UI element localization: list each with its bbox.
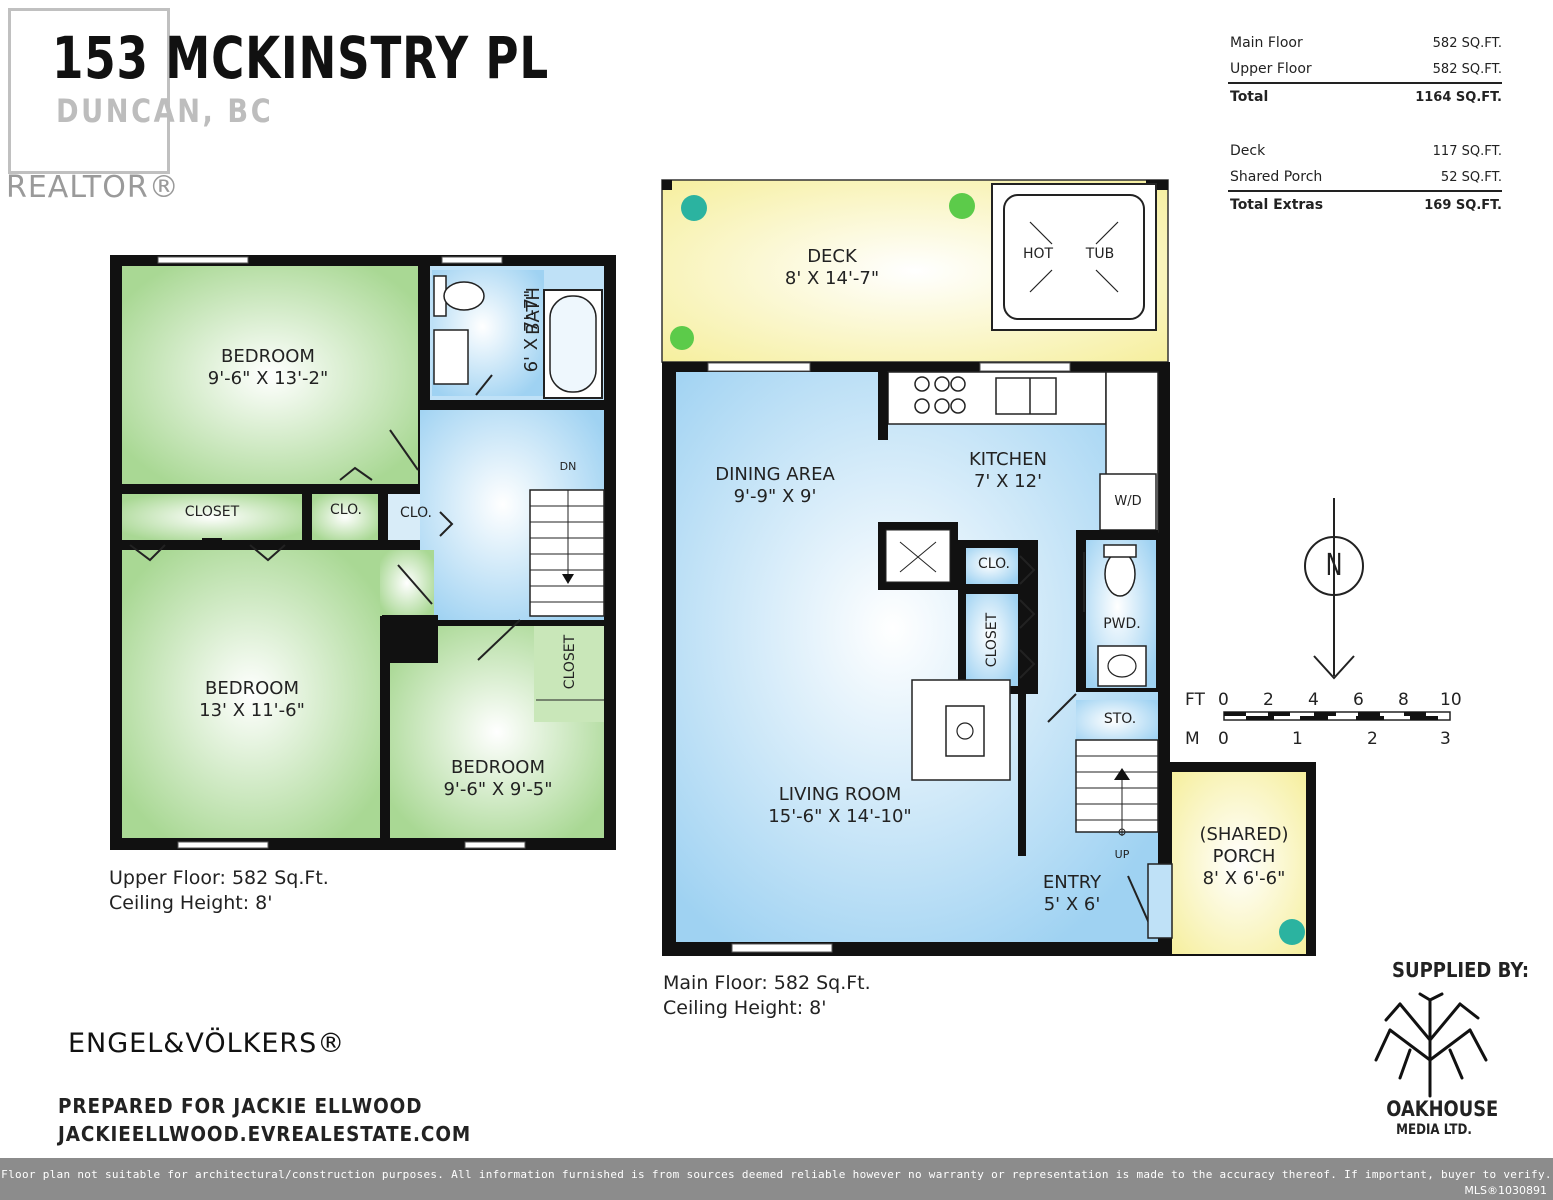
scale-ft-tick: 4	[1308, 690, 1319, 710]
supplied-by-label: SUPPLIED BY:	[1392, 958, 1530, 982]
bedroom-2-area	[122, 550, 380, 838]
scale-m-label: M	[1185, 729, 1200, 749]
clo-a-area	[312, 494, 378, 540]
stairs-up-label: UP	[1114, 848, 1130, 861]
oakhouse-tree-logo	[1374, 992, 1488, 1098]
realtor-watermark: REALTOR®	[6, 170, 180, 205]
scale-ft-tick: 0	[1218, 690, 1229, 710]
upper-stairs-dn-label: DN	[559, 460, 577, 473]
closet-main-area	[122, 494, 302, 540]
scale-ft-tick: 8	[1398, 690, 1409, 710]
scale-m-tick: 2	[1367, 729, 1378, 749]
scale-m-tick: 3	[1440, 729, 1451, 749]
scale-ft-label: FT	[1185, 690, 1205, 710]
scale-ft-tick: 2	[1263, 690, 1274, 710]
realtor-logo	[8, 8, 170, 174]
compass-north-letter: N	[1325, 548, 1343, 583]
upper-closet-main-label: CLOSET	[184, 504, 240, 520]
scale-m-tick: 1	[1292, 729, 1303, 749]
upper-bath-dim: 6' X 7'-7"	[521, 289, 542, 373]
mls-number: MLS®1030891	[1464, 1184, 1547, 1197]
upper-clo-b-label: CLO.	[400, 505, 432, 521]
upper-floor-plan	[110, 255, 616, 850]
main-clo-label: CLO.	[978, 556, 1010, 572]
oakhouse-name: OAKHOUSE	[1386, 1097, 1499, 1121]
upper-floor-info: Upper Floor: 582 Sq.Ft.Ceiling Height: 8…	[109, 867, 329, 914]
property-city: DUNCAN, BC	[56, 92, 274, 130]
scale-m-tick: 0	[1218, 729, 1229, 749]
main-closet-label: CLOSET	[984, 612, 1000, 668]
hot-tub-label-hot: HOT	[1022, 246, 1054, 262]
engel-volkers-logo: ENGEL&VÖLKERS®	[68, 1028, 346, 1059]
storage-label: STO.	[1103, 711, 1137, 727]
footer-bar	[0, 1158, 1553, 1200]
main-floor-plan	[661, 179, 1316, 956]
footer-disclaimer: Floor plan not suitable for architectura…	[1, 1168, 1552, 1181]
washer-dryer-label: W/D	[1114, 494, 1142, 509]
upper-closet-side-label: CLOSET	[562, 634, 578, 690]
powder-room-label: PWD.	[1103, 616, 1141, 632]
upper-clo-a-label: CLO.	[330, 502, 362, 518]
scale-bar	[1223, 711, 1451, 721]
north-compass	[1304, 498, 1364, 680]
bedroom-1-area	[122, 266, 418, 484]
scale-ft-tick: 6	[1353, 690, 1364, 710]
main-floor-info: Main Floor: 582 Sq.Ft.Ceiling Height: 8'	[663, 972, 871, 1019]
oakhouse-sub: MEDIA LTD.	[1396, 1122, 1472, 1138]
scale-ft-tick: 10	[1440, 690, 1462, 710]
property-address: 153 MCKINSTRY PL	[52, 24, 549, 92]
hot-tub-label-tub: TUB	[1085, 246, 1115, 262]
